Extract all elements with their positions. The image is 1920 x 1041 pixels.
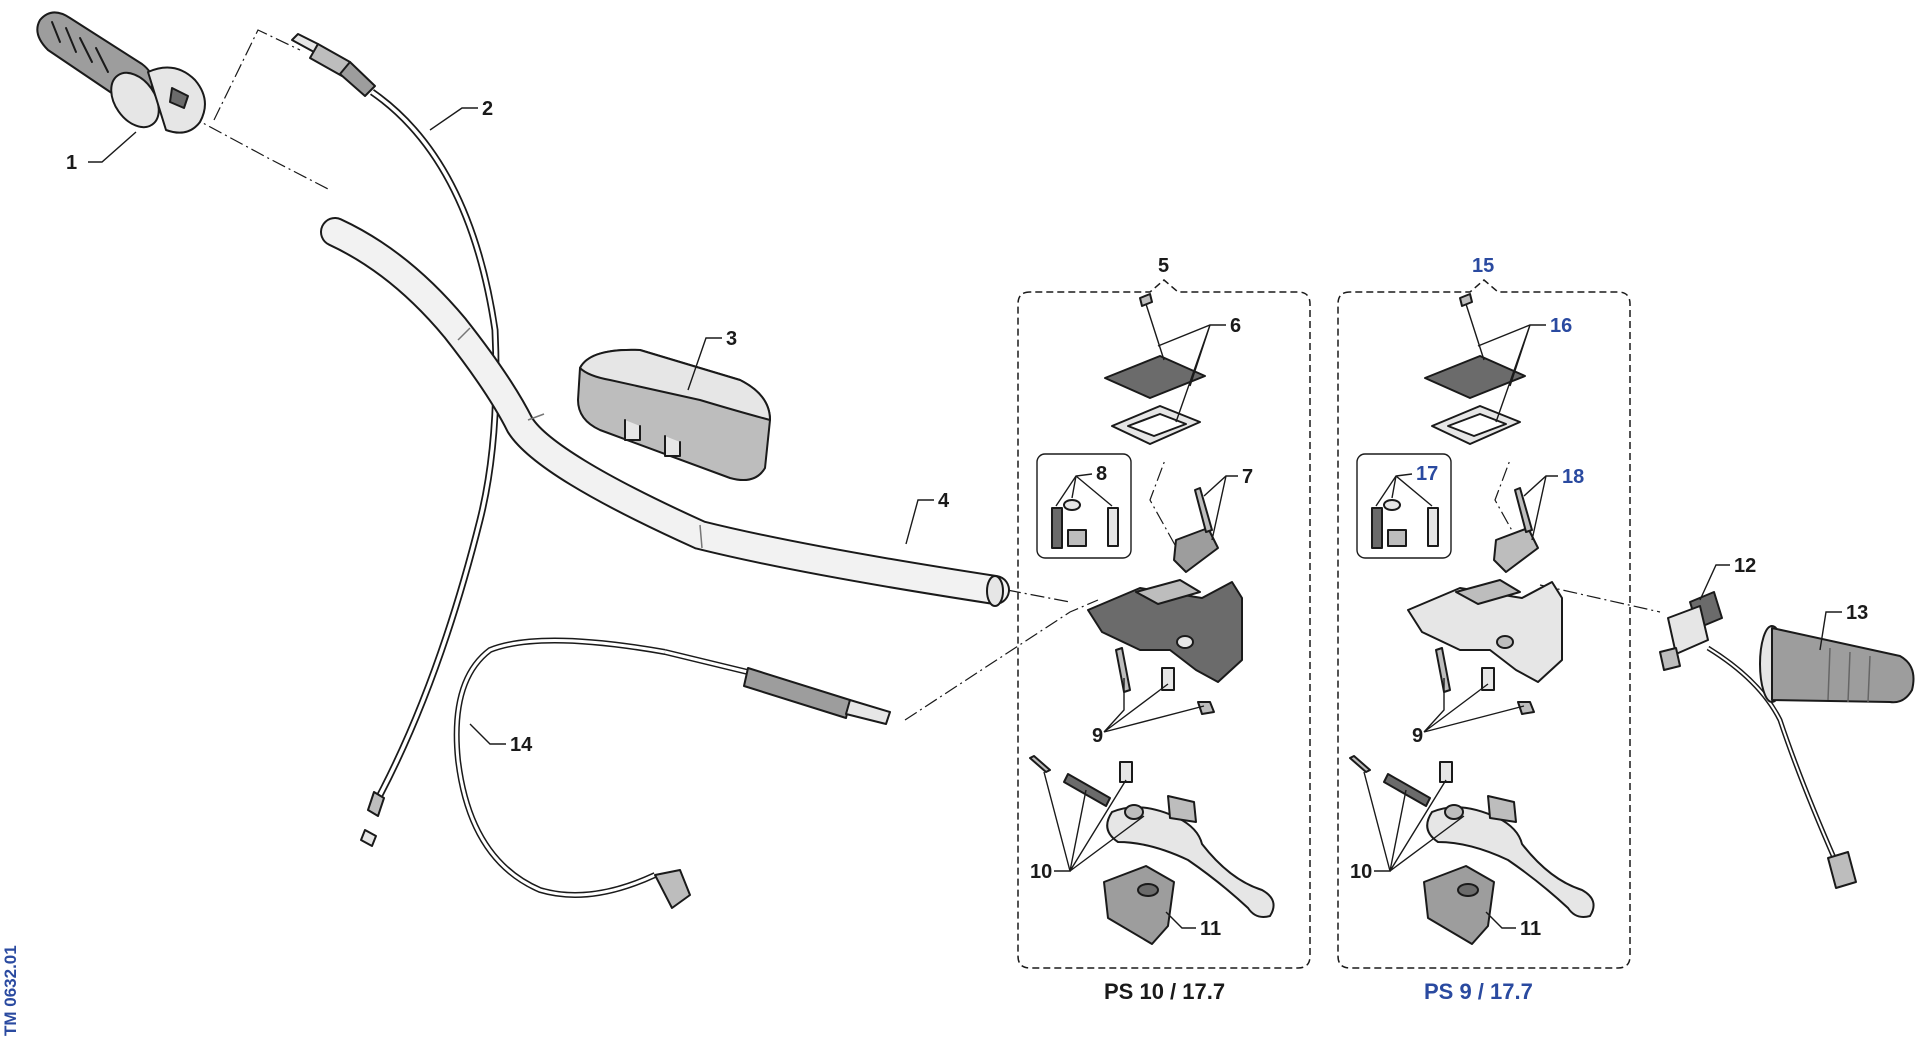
callout-8: 8 — [1096, 463, 1107, 485]
callout-18: 18 — [1562, 466, 1584, 488]
grip-part-13 — [1759, 625, 1915, 704]
callout-9-right: 9 — [1412, 725, 1423, 747]
assembly-axis-lines — [187, 29, 1661, 721]
callout-11-right: 11 — [1520, 918, 1541, 940]
brake-master-cylinder-panel-ps10 — [1017, 279, 1311, 969]
callout-17: 17 — [1416, 463, 1438, 485]
callout-3: 3 — [726, 328, 737, 350]
callout-1: 1 — [66, 152, 77, 174]
variant-label-ps9: PS 9 / 17.7 — [1424, 979, 1533, 1004]
clutch-cable-part-14 — [453, 637, 891, 909]
handlebar-part-4 — [320, 217, 1010, 607]
brake-master-cylinder-panel-ps9 — [1337, 279, 1631, 969]
callout-leaders — [88, 107, 1842, 929]
callout-7: 7 — [1242, 466, 1253, 488]
bar-pad-part-3 — [577, 348, 771, 481]
callout-10-left: 10 — [1030, 861, 1052, 883]
variant-label-ps10: PS 10 / 17.7 — [1104, 979, 1225, 1004]
callout-numbers: 1 2 3 4 5 6 7 8 9 10 11 15 16 17 18 9 10… — [66, 98, 1868, 940]
callout-12: 12 — [1734, 555, 1756, 577]
callout-5: 5 — [1158, 255, 1169, 277]
callout-15: 15 — [1472, 255, 1494, 277]
callout-4: 4 — [938, 490, 950, 512]
callout-9-left: 9 — [1092, 725, 1103, 747]
throttle-cable-part-2 — [291, 33, 500, 847]
callout-16: 16 — [1550, 315, 1572, 337]
callout-6: 6 — [1230, 315, 1241, 337]
callout-2: 2 — [482, 98, 493, 120]
callout-13: 13 — [1846, 602, 1868, 624]
callout-11-left: 11 — [1200, 918, 1221, 940]
switch-part-12 — [1659, 591, 1857, 889]
callout-10-right: 10 — [1350, 861, 1372, 883]
callout-14: 14 — [510, 734, 533, 756]
throttle-grip-part-1 — [36, 11, 206, 134]
drawing-reference-code: TM 0632.01 — [1, 945, 20, 1036]
